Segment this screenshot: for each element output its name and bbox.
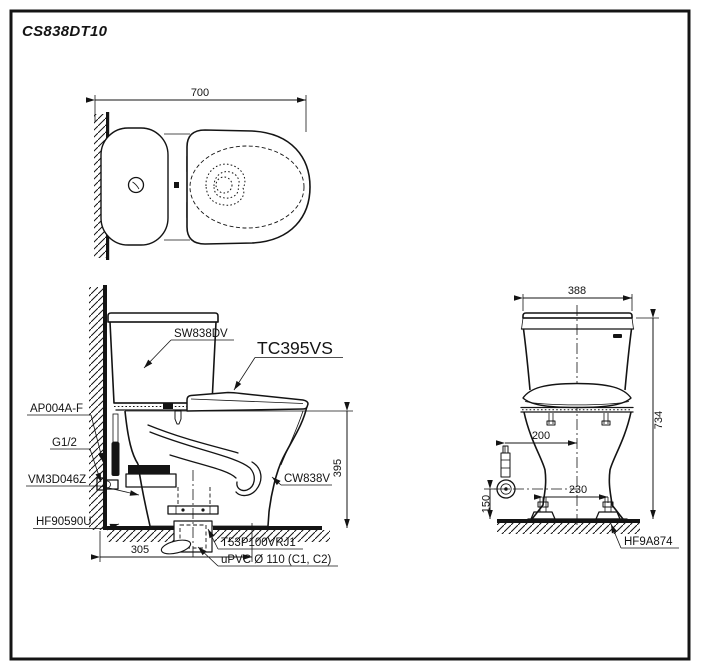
- label-seat: TC395VS: [233, 338, 343, 391]
- dim-text-734: 734: [653, 411, 665, 429]
- label-cistern: SW838DV: [143, 328, 234, 369]
- flush-button: [127, 176, 145, 194]
- dim-overall-depth: 700: [86, 87, 307, 132]
- floor-line: [213, 526, 322, 530]
- dim-overall-width: 388: [514, 285, 633, 311]
- floor-line: [497, 519, 640, 523]
- hinge-pin: [174, 182, 179, 188]
- nozzle: [174, 410, 182, 425]
- dim-text-150: 150: [481, 495, 493, 513]
- seat-lid-plan: [186, 129, 311, 245]
- floor-line: [107, 526, 174, 530]
- dim-text-200: 200: [532, 430, 550, 442]
- seat-lid: [186, 391, 309, 412]
- wall-line: [103, 285, 107, 530]
- seat-front: [520, 382, 634, 426]
- svg-text:VM3D046Z: VM3D046Z: [28, 474, 86, 486]
- label-supply-parts: HF9A874: [610, 523, 679, 549]
- svg-text:TC395VS: TC395VS: [257, 338, 333, 358]
- wall-hatch: [89, 287, 103, 530]
- svg-text:AP004A-F: AP004A-F: [30, 403, 83, 415]
- dim-text-388: 388: [568, 285, 586, 297]
- dim-supply-height: 150: [481, 480, 496, 519]
- front-view: 388: [481, 285, 679, 549]
- supply-valve: [494, 445, 577, 499]
- hinge-damper: [163, 403, 173, 409]
- dim-text-700: 700: [191, 87, 209, 99]
- dim-outlet-offset: 305: [91, 523, 253, 562]
- label-bowl: CW838V: [271, 473, 332, 486]
- dim-text-230: 230: [569, 484, 587, 496]
- dim-text-395: 395: [332, 459, 344, 477]
- dim-overall-height: 734: [636, 309, 665, 519]
- bowl-side: [124, 405, 308, 527]
- label-outlet-flange: T53P100VRJ1: [207, 528, 303, 550]
- water-area-inner: [213, 171, 240, 199]
- water-area-outer: [205, 163, 246, 206]
- cistern-front: [520, 312, 635, 391]
- side-view: 395 305 SW838DV TC395VS CW838V AP004A-F: [26, 285, 353, 567]
- outlet-seal-block: [128, 465, 170, 474]
- label-fixing-kit: HF90590U: [33, 516, 120, 530]
- bowl-front: [523, 411, 632, 520]
- dim-supply-offset: 200: [496, 430, 577, 453]
- cistern-plan: [100, 127, 169, 246]
- label-supply-thread: G1/2: [50, 437, 102, 483]
- dim-bolt-spacing: 230: [534, 484, 609, 503]
- svg-text:HF9A874: HF9A874: [624, 536, 673, 548]
- svg-text:T53P100VRJ1: T53P100VRJ1: [221, 537, 296, 549]
- pipe-mouth: [160, 539, 192, 555]
- dim-seat-height: 395: [332, 402, 350, 528]
- svg-text:G1/2: G1/2: [52, 437, 77, 449]
- bowl-front-curve: [267, 405, 308, 527]
- label-fill-valve: AP004A-F: [27, 403, 104, 463]
- label-drain-pipe: uPVC Ø 110 (C1, C2): [197, 546, 338, 567]
- page-title: CS838DT10: [22, 23, 108, 40]
- seat-opening-dashed: [189, 145, 305, 229]
- page-border: [9, 9, 691, 661]
- svg-text:HF90590U: HF90590U: [36, 516, 92, 528]
- trap-hole: [215, 176, 233, 194]
- dim-text-305: 305: [131, 544, 149, 556]
- svg-text:SW838DV: SW838DV: [174, 328, 228, 340]
- svg-text:CW838V: CW838V: [284, 473, 330, 485]
- svg-text:uPVC Ø 110 (C1, C2): uPVC Ø 110 (C1, C2): [221, 554, 332, 566]
- brand-logo-mark: [613, 334, 622, 338]
- label-outlet-seal: VM3D046Z: [26, 474, 140, 496]
- top-view: 700: [86, 87, 311, 260]
- seat-side: [163, 391, 309, 425]
